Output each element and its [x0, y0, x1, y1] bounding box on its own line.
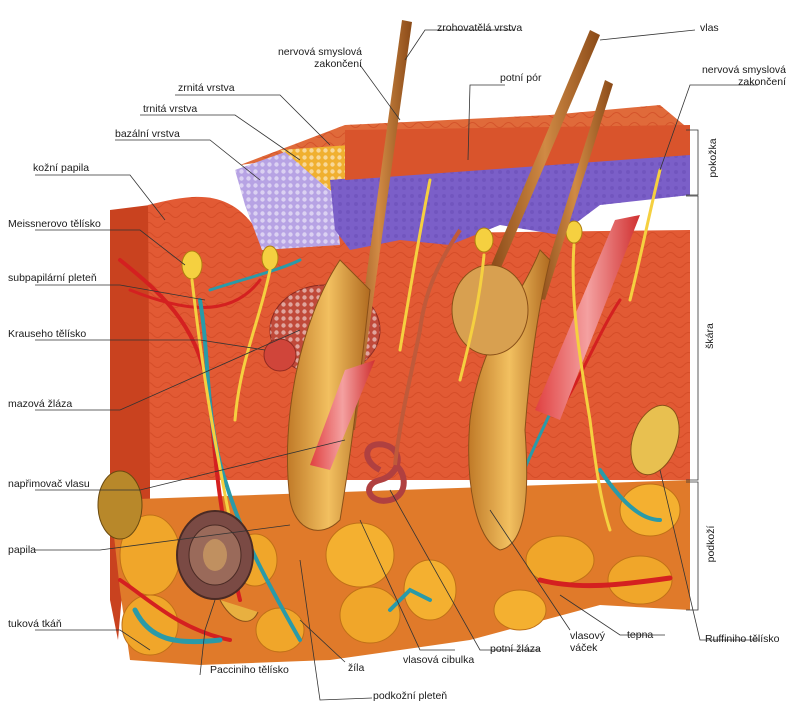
label-nervova-zakonceni-1: nervová smyslová zakončení — [266, 46, 362, 70]
label-nervova-zakonceni-2-line2: zakončení — [738, 76, 786, 88]
arrector-pili-right — [535, 215, 640, 420]
hair-bulb-gland — [451, 264, 529, 356]
label-zrohovatela-vrstva: zrohovatělá vrstva — [437, 22, 523, 34]
arrector-pili-left — [310, 360, 375, 470]
papilla-lobe — [97, 470, 143, 540]
label-meissnerovo-telisko: Meissnerovo tělísko — [8, 218, 101, 230]
pacinian-corpuscle — [176, 510, 259, 622]
label-zila: žíla — [348, 662, 365, 674]
sweat-gland — [364, 228, 462, 504]
ruffini-corpuscle — [630, 404, 680, 476]
label-papila: papila — [8, 544, 37, 556]
label-tukova-tkan: tuková tkáň — [8, 618, 62, 630]
label-mazova-zlaza: mazová žláza — [8, 398, 73, 410]
label-nervova-zakonceni-1-line2: zakončení — [314, 58, 362, 70]
label-trnita-vrstva: trnitá vrstva — [143, 103, 198, 115]
stratum-spinosum-dots — [235, 152, 340, 250]
label-bazalni-vrstva: bazální vrstva — [115, 128, 180, 140]
label-vlasovy-vacek-line2: váček — [570, 642, 598, 654]
label-potni-por: potní pór — [500, 72, 542, 84]
label-podkozni-plet: podkožní pleteň — [373, 690, 448, 702]
label-nervova-zakonceni-2: nervová smyslová zakončení — [680, 64, 786, 88]
label-skara: škára — [704, 323, 716, 349]
label-ruffiniho-telisko: Ruffiniho tělísko — [705, 633, 780, 645]
label-vlas: vlas — [700, 22, 719, 34]
label-nervova-zakonceni-2-line1: nervová smyslová — [701, 64, 786, 76]
label-nervova-zakonceni-1-line1: nervová smyslová — [277, 46, 362, 58]
label-vlasova-cibulka: vlasová cibulka — [403, 654, 475, 666]
label-podkozi: podkoží — [705, 525, 717, 563]
label-pokozka: pokožka — [707, 138, 719, 178]
epidermis-front-edge — [345, 125, 690, 180]
label-potni-zlaza: potní žláza — [490, 643, 541, 655]
label-subpapilarni-plet: subpapilární pleteň — [8, 272, 97, 284]
meissner-corpuscles — [181, 220, 583, 280]
label-kozni-papila: kožní papila — [33, 162, 90, 174]
label-zrnita-vrstva: zrnitá vrstva — [178, 82, 235, 94]
label-vlasovy-vacek: vlasový váček — [570, 630, 605, 654]
leader-lines — [35, 29, 760, 701]
label-naprimovac-vlasu: napřimovač vlasu — [8, 478, 90, 490]
label-krauseho-telisko: Krauseho tělísko — [8, 328, 87, 340]
label-vlasovy-vacek-line1: vlasový — [570, 630, 606, 642]
nerves — [190, 168, 662, 532]
label-pacciniho-telisko: Pacciniho tělísko — [210, 664, 289, 676]
label-tepna: tepna — [627, 629, 654, 641]
